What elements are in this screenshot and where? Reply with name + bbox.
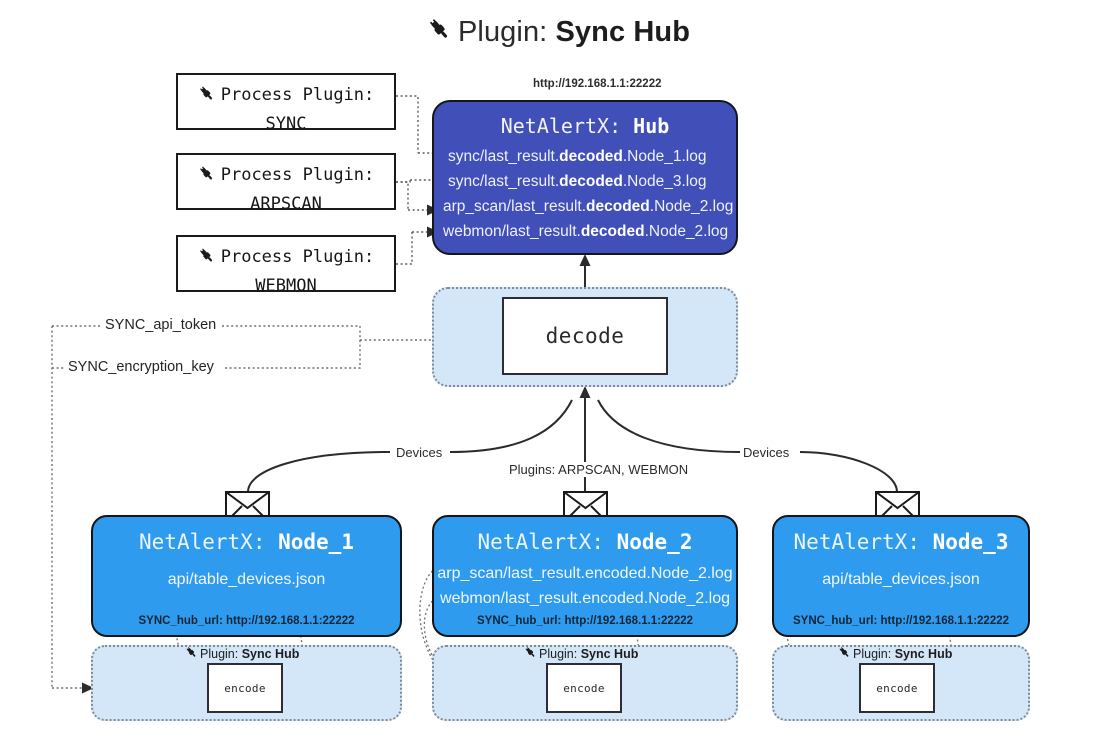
plug-icon bbox=[524, 646, 538, 663]
node-resource-line: api/table_devices.json bbox=[822, 571, 980, 588]
encode-caption-node-3: Plugin: Sync Hub bbox=[838, 646, 952, 663]
encode-caption-name: Sync Hub bbox=[894, 647, 953, 661]
decode-box[interactable]: decode bbox=[502, 297, 668, 375]
hub-title: NetAlertX: Hub bbox=[434, 114, 736, 138]
hub-log-mid: decoded bbox=[559, 148, 623, 165]
process-plugin-arpscan[interactable]: Process Plugin: ARPSCAN bbox=[176, 153, 396, 214]
encode-caption-node-1: Plugin: Sync Hub bbox=[185, 646, 299, 663]
process-plugin-name: SYNC bbox=[265, 113, 307, 134]
hub-log-line: arp_scan/last_result.decoded.Node_2.log bbox=[434, 194, 736, 219]
node-resource-line: api/table_devices.json bbox=[167, 571, 326, 588]
encode-caption-prefix: Plugin: bbox=[853, 647, 895, 661]
page-title-prefix: Plugin: bbox=[457, 16, 556, 48]
node-box-node-3[interactable]: NetAlertX: Node_3 api/table_devices.json… bbox=[772, 515, 1030, 637]
node-box-node-1[interactable]: NetAlertX: Node_1 api/table_devices.json… bbox=[91, 515, 402, 637]
node-hub-url: SYNC_hub_url: http://192.168.1.1:22222 bbox=[792, 615, 1010, 627]
hub-log-mid: decoded bbox=[580, 223, 645, 241]
hub-log-pre: sync/last_result. bbox=[448, 148, 560, 165]
hub-log-post: .Node_2.log bbox=[649, 198, 734, 216]
edge-label-devices-right: Devices bbox=[740, 445, 793, 460]
edge-label-devices-left: Devices bbox=[393, 445, 446, 460]
node-title-name: Node_1 bbox=[278, 530, 354, 554]
node-title: NetAlertX: Node_3 bbox=[774, 530, 1028, 554]
hub-log-pre: arp_scan/last_result. bbox=[443, 198, 587, 216]
hub-url-label: http://192.168.1.1:22222 bbox=[533, 78, 662, 90]
node-title-prefix: NetAlertX: bbox=[477, 530, 617, 554]
encode-box-node-1[interactable]: encode bbox=[207, 663, 283, 713]
process-plugin-name: WEBMON bbox=[255, 275, 317, 296]
node-resource-line: arp_scan/last_result.encoded.Node_2.log bbox=[437, 565, 733, 582]
process-plugin-name: ARPSCAN bbox=[250, 193, 322, 214]
node-title-prefix: NetAlertX: bbox=[139, 530, 279, 554]
hub-log-pre: webmon/last_result. bbox=[443, 223, 581, 241]
hub-log-post: .Node_1.log bbox=[622, 148, 707, 165]
plug-icon bbox=[198, 247, 217, 274]
process-plugin-label: Process Plugin: bbox=[220, 165, 375, 185]
encode-caption-prefix: Plugin: bbox=[200, 647, 242, 661]
node-title-name: Node_3 bbox=[932, 530, 1009, 554]
node-hub-url: SYNC_hub_url: http://192.168.1.1:22222 bbox=[476, 615, 694, 627]
encode-box-node-3[interactable]: encode bbox=[859, 663, 935, 713]
encode-caption-name: Sync Hub bbox=[241, 647, 300, 661]
sync-encryption-key-label: SYNC_encryption_key bbox=[64, 359, 218, 375]
encode-caption-prefix: Plugin: bbox=[539, 647, 581, 661]
encode-caption-node-2: Plugin: Sync Hub bbox=[524, 646, 638, 663]
hub-title-prefix: NetAlertX: bbox=[500, 114, 634, 138]
hub-log-pre: sync/last_result. bbox=[448, 173, 560, 191]
plug-icon bbox=[838, 646, 852, 663]
process-plugin-webmon[interactable]: Process Plugin: WEBMON bbox=[176, 235, 396, 296]
encode-box-node-2[interactable]: encode bbox=[546, 663, 622, 713]
plug-icon bbox=[427, 17, 454, 52]
process-plugin-label: Process Plugin: bbox=[220, 247, 375, 267]
hub-title-name: Hub bbox=[633, 114, 670, 138]
edge-label-plugins-center: Plugins: ARPSCAN, WEBMON bbox=[506, 462, 692, 477]
node-resource-line: webmon/last_result.encoded.Node_2.log bbox=[440, 589, 730, 607]
hub-log-mid: decoded bbox=[559, 173, 623, 191]
page-title: Plugin: Sync Hub bbox=[0, 16, 1117, 52]
hub-log-line: sync/last_result.decoded.Node_1.log bbox=[434, 144, 736, 169]
hub-log-post: .Node_3.log bbox=[622, 173, 707, 191]
process-plugin-sync[interactable]: Process Plugin: SYNC bbox=[176, 73, 396, 134]
node-title-name: Node_2 bbox=[616, 530, 693, 554]
plug-icon bbox=[185, 646, 199, 663]
hub-log-mid: decoded bbox=[586, 198, 650, 216]
plug-icon bbox=[198, 165, 217, 192]
process-plugin-label: Process Plugin: bbox=[220, 85, 375, 105]
hub-log-post: .Node_2.log bbox=[644, 223, 729, 241]
node-hub-url: SYNC_hub_url: http://192.168.1.1:22222 bbox=[138, 615, 355, 627]
encode-label: encode bbox=[224, 681, 266, 695]
node-title-prefix: NetAlertX: bbox=[793, 530, 933, 554]
decode-label: decode bbox=[545, 324, 625, 348]
encode-caption-name: Sync Hub bbox=[580, 647, 639, 661]
sync-api-token-label: SYNC_api_token bbox=[101, 317, 221, 333]
encode-label: encode bbox=[563, 681, 605, 695]
encode-label: encode bbox=[876, 681, 918, 695]
plug-icon bbox=[198, 85, 217, 112]
node-title: NetAlertX: Node_2 bbox=[434, 530, 736, 554]
page-title-name: Sync Hub bbox=[555, 16, 691, 48]
node-box-node-2[interactable]: NetAlertX: Node_2 arp_scan/last_result.e… bbox=[432, 515, 738, 637]
node-title: NetAlertX: Node_1 bbox=[93, 530, 400, 554]
hub-log-line: webmon/last_result.decoded.Node_2.log bbox=[434, 219, 736, 244]
hub-node[interactable]: NetAlertX: Hub sync/last_result.decoded.… bbox=[432, 100, 738, 255]
hub-log-line: sync/last_result.decoded.Node_3.log bbox=[434, 169, 736, 194]
